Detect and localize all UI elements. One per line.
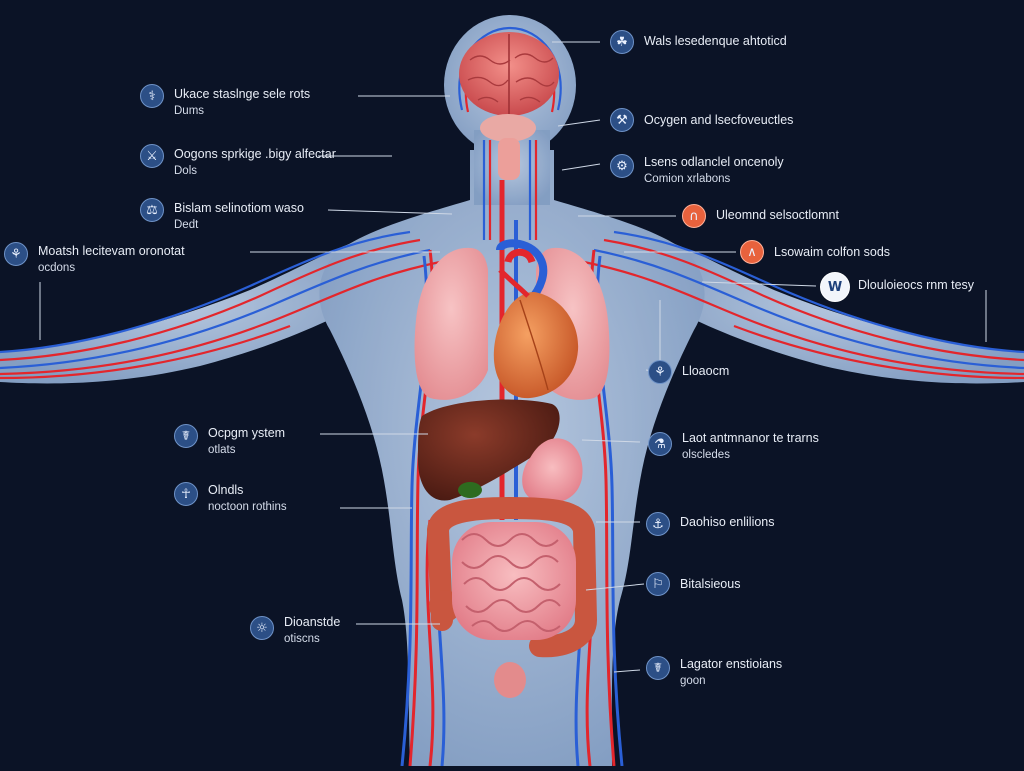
annotation-label: Laot antmnanor te trarns olscledes [682,430,819,464]
label-badge-icon: ☘ [610,30,634,54]
bladder [494,662,526,698]
label-line2: Dols [174,165,198,177]
label-line2: otiscns [284,633,320,645]
label-line1: Bitalsieous [680,577,741,591]
label-badge-icon: ⚒ [610,108,634,132]
annotation-label: Daohiso enlilions [680,514,775,531]
annotation-label: Dioanstde otiscns [284,614,340,648]
heart [493,239,579,399]
label-line2: ocdons [38,262,76,274]
label-badge-icon: ⚔ [140,144,164,168]
label-line2: olscledes [682,449,730,461]
annotation-label: Dlouloieocs rnm tesy [858,277,974,294]
label-line1: Oogons sprkige .bigy alfectar [174,147,336,161]
label-line1: Moatsh lecitevam oronotat [38,244,185,258]
label-badge-icon: ☥ [174,482,198,506]
label-badge-icon: ⚙ [610,154,634,178]
label-badge-icon: ⚘ [648,360,672,384]
annotation-label: Bitalsieous [680,576,740,593]
label-line2: Comion xrlabons [644,173,731,185]
label-line1: Lagator enstioians [680,657,783,671]
label-line2: goon [680,675,706,687]
label-badge-icon: ⚘ [4,242,28,266]
label-badge-icon: ☤ [174,424,198,448]
label-line1: Olndls [208,483,244,497]
label-badge-icon: ☤ [646,656,670,680]
label-badge-icon: ⚕ [140,84,164,108]
label-line1: Bislam selinotiom waso [174,201,304,215]
label-badge-icon: ⚗ [648,432,672,456]
label-line1: Ocpgm ystem [208,426,286,440]
annotation-label: Moatsh lecitevam oronotat ocdons [38,243,185,277]
label-line1: Ukace staslnge sele rots [174,87,311,101]
label-line1: Lsens odlanclel oncenoly [644,155,784,169]
annotation-label: Olndls noctoon rothins [208,482,287,516]
label-badge-icon: ☼ [250,616,274,640]
large-intestine [427,497,597,658]
liver [418,399,560,501]
label-badge-icon: ∧ [740,240,764,264]
label-badge-icon: ⚖ [140,198,164,222]
small-intestine [452,522,576,640]
annotation-label: Ocpgm ystem otlats [208,425,285,459]
annotation-label: Ocygen and lsecfoveuctles [644,112,793,129]
label-line1: Lsowaim colfon sods [774,245,891,259]
annotation-label: Lsowaim colfon sods [774,244,890,261]
annotation-label: Lagator enstioians goon [680,656,782,690]
label-badge-icon: ∩ [682,204,706,228]
arm-blood-vessels [0,230,1024,380]
label-line1: Lloaocm [682,364,730,378]
label-badge-icon: ⚐ [646,572,670,596]
label-line2: noctoon rothins [208,501,287,513]
stomach [522,438,583,504]
label-line1: Wals lesedenque ahtoticd [644,34,787,48]
label-line2: otlats [208,444,236,456]
brain [459,32,559,180]
annotation-label: Lloaocm [682,363,729,380]
label-badge-icon: ⚓ [646,512,670,536]
label-line2: Dedt [174,219,199,231]
annotation-label: Uleomnd selsoctlomnt [716,207,839,224]
label-line1: Uleomnd selsoctlomnt [716,208,839,222]
annotation-label: Wals lesedenque ahtoticd [644,33,787,50]
label-line1: Daohiso enlilions [680,515,775,529]
label-line1: Laot antmnanor te trarns [682,431,819,445]
label-line1: Dlouloieocs rnm tesy [858,278,975,292]
label-badge-icon: W [820,272,850,302]
label-line1: Ocygen and lsecfoveuctles [644,113,794,127]
label-line1: Dioanstde [284,615,341,629]
label-line2: Dums [174,105,205,117]
